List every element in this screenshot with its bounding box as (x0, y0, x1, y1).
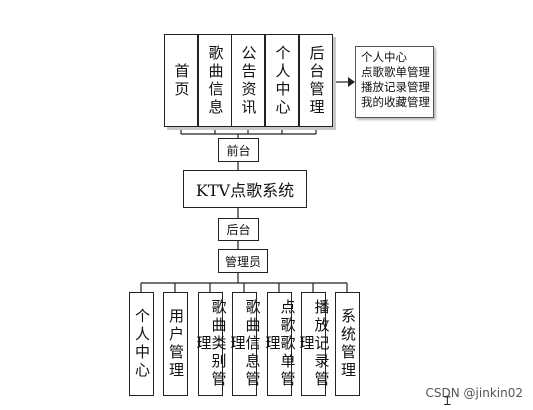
module-playlist-management: 点歌歌单管理 (263, 292, 297, 396)
note-line: 个人中心 (361, 50, 407, 64)
watermark: CSDN @jinkin02 (425, 386, 523, 400)
page-user-center-label: 个人中心 (273, 44, 292, 117)
module-system-management: 系统管理 (335, 292, 360, 396)
backend-node-label: 后台 (226, 223, 251, 237)
module-label: 歌曲信息管理 (228, 299, 262, 389)
page-announcements: 公告资讯 (231, 34, 265, 127)
system-title-node: KTV点歌系统 (183, 170, 307, 208)
page-user-center: 个人中心 (265, 34, 299, 127)
page-home-label: 首页 (172, 62, 191, 99)
backend-node: 后台 (218, 218, 259, 241)
module-label: 点歌歌单管理 (263, 299, 297, 389)
module-label: 系统管理 (339, 308, 357, 380)
module-label: 播放记录管理 (297, 299, 331, 389)
text-cursor-icon: Ɪ (444, 394, 451, 408)
user-center-note: 个人中心 点歌歌单管理 播放记录管理 我的收藏管理 (355, 46, 434, 118)
module-label: 用户管理 (167, 308, 185, 380)
module-user-management: 用户管理 (163, 292, 188, 396)
system-title-label: KTV点歌系统 (195, 181, 295, 200)
module-label: 个人中心 (133, 308, 151, 380)
note-line: 我的收藏管理 (361, 95, 430, 109)
admin-node-label: 管理员 (224, 254, 261, 269)
note-line: 点歌歌单管理 (361, 65, 430, 79)
page-song-info: 歌曲信息 (198, 34, 232, 127)
admin-node: 管理员 (218, 249, 268, 273)
page-song-info-label: 歌曲信息 (206, 44, 225, 117)
module-song-info-management: 歌曲信息管理 (228, 292, 262, 396)
module-label: 歌曲类别管理 (194, 299, 228, 389)
frontend-node: 前台 (218, 138, 259, 162)
frontend-node-label: 前台 (226, 143, 251, 158)
module-user-center: 个人中心 (129, 292, 154, 396)
page-announcements-label: 公告资讯 (239, 44, 258, 117)
page-home: 首页 (164, 34, 198, 127)
page-backend-management: 后台管理 (299, 34, 333, 127)
page-backend-management-label: 后台管理 (307, 44, 326, 117)
note-line: 播放记录管理 (361, 80, 430, 94)
module-play-history-management: 播放记录管理 (297, 292, 331, 396)
module-song-category-management: 歌曲类别管理 (194, 292, 228, 396)
